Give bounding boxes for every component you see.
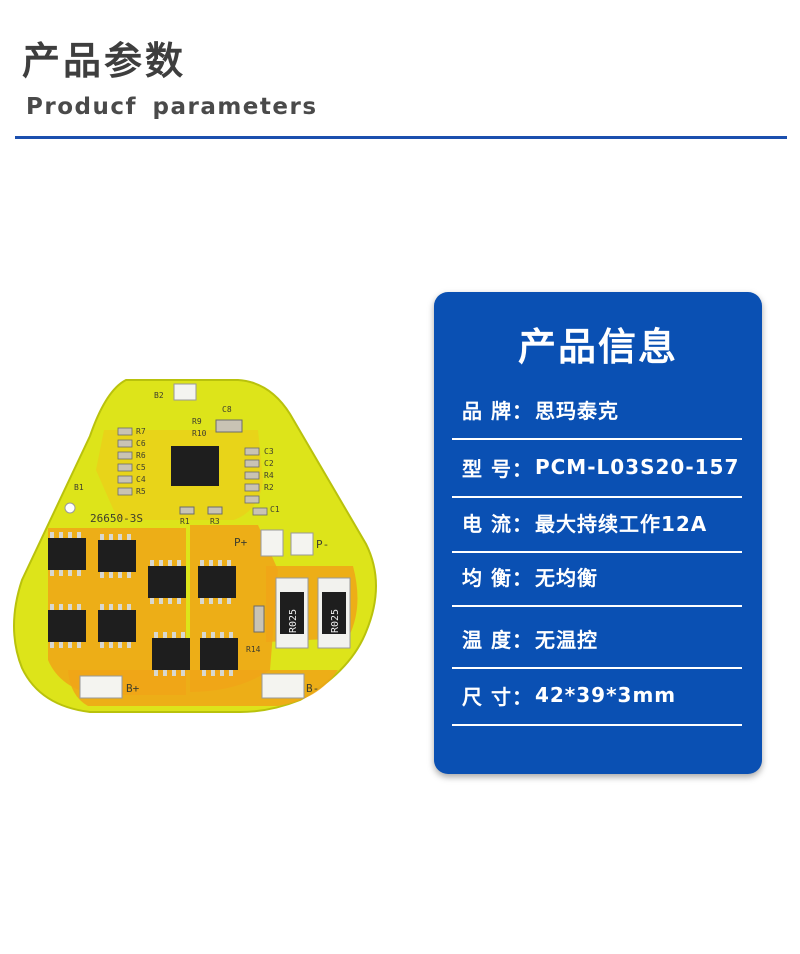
label-b-plus: B+ [126, 682, 140, 695]
pcb-product-image: B2 C8 R9 R10 R7 C6 R6 C5 C4 R5 C3 C2 R4 … [13, 379, 377, 713]
card-title: 产品信息 [517, 325, 678, 369]
row-divider [452, 724, 742, 726]
label-r14: R14 [246, 645, 261, 654]
product-info-card: 产品信息 品 牌：思玛泰克 型 号：PCM-L03S20-157 电 流：最大持… [434, 292, 762, 774]
spec-label: 均 衡： [462, 565, 533, 590]
page-title-en: Producf parameters [26, 94, 318, 120]
capacitor-c8 [215, 419, 243, 433]
label-model-silk: 26650-3S [90, 512, 143, 525]
label-r6: R6 [136, 451, 146, 460]
spec-value: 42*39*3mm [534, 683, 677, 707]
spec-value: 无温控 [534, 627, 598, 652]
mosfet-array [48, 538, 238, 670]
label-c4: C4 [136, 475, 146, 484]
row-divider [452, 496, 742, 498]
label-r1: R1 [180, 517, 190, 526]
label-c2: C2 [264, 459, 274, 468]
label-p-plus: P+ [234, 536, 248, 549]
label-p-minus: P- [316, 538, 329, 551]
resistor-r1 [179, 506, 195, 515]
label-r5: R5 [136, 487, 146, 496]
spec-row-current: 电 流：最大持续工作12A [452, 493, 742, 553]
label-c3: C3 [264, 447, 274, 456]
spec-label: 电 流： [462, 511, 533, 536]
title-divider [15, 136, 787, 139]
spec-row-temperature: 温 度：无温控 [452, 609, 742, 669]
smd-array-left [117, 427, 133, 496]
spec-label: 型 号： [462, 456, 533, 481]
row-divider [452, 667, 742, 669]
pad-b2 [173, 383, 197, 401]
label-r10: R10 [192, 429, 207, 438]
mount-hole [64, 502, 76, 514]
spec-value: PCM-L03S20-157 [534, 455, 740, 479]
mosfet-pins [50, 532, 233, 676]
label-r2: R2 [264, 483, 274, 492]
label-resistor-2: R025 [330, 609, 341, 633]
pad-p-minus [290, 532, 314, 556]
label-b-minus: B- [306, 682, 319, 695]
spec-value: 无均衡 [534, 565, 598, 590]
smd-array-right [244, 447, 268, 516]
label-c8: C8 [222, 405, 232, 414]
label-c1: C1 [270, 505, 280, 514]
label-resistor-1: R025 [288, 609, 299, 633]
label-r7: R7 [136, 427, 146, 436]
control-ic [171, 446, 219, 486]
resistor-r14 [253, 605, 265, 633]
resistor-r3 [207, 506, 223, 515]
spec-value: 最大持续工作12A [534, 511, 708, 536]
spec-label: 品 牌： [462, 398, 533, 423]
spec-row-brand: 品 牌：思玛泰克 [452, 380, 742, 440]
spec-row-size: 尺 寸：42*39*3mm [452, 666, 742, 726]
spec-label: 尺 寸： [462, 684, 533, 709]
label-r4: R4 [264, 471, 274, 480]
pad-b-minus [261, 673, 305, 699]
label-c6: C6 [136, 439, 146, 448]
spec-value: 思玛泰克 [534, 398, 619, 423]
spec-row-balance: 均 衡：无均衡 [452, 547, 742, 607]
label-r9: R9 [192, 417, 202, 426]
page-title-cn: 产品参数 [22, 39, 187, 83]
row-divider [452, 551, 742, 553]
pad-b-plus [79, 675, 123, 699]
row-divider [452, 605, 742, 607]
label-r3: R3 [210, 517, 220, 526]
spec-row-model: 型 号：PCM-L03S20-157 [452, 438, 742, 498]
label-c5: C5 [136, 463, 146, 472]
label-b2: B2 [154, 391, 164, 400]
spec-label: 温 度： [462, 627, 533, 652]
row-divider [452, 438, 742, 440]
pad-p-plus [260, 529, 284, 557]
label-b1: B1 [74, 483, 84, 492]
